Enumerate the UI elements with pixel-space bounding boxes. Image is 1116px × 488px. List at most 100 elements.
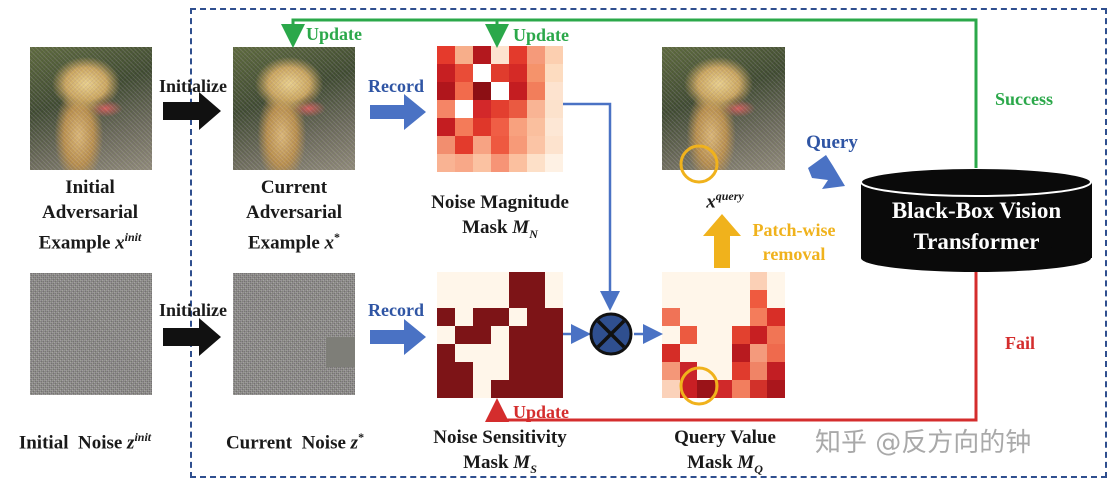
caption-var: M (512, 217, 530, 238)
sensitivity-cell (545, 290, 563, 308)
magnitude-cell (545, 46, 563, 64)
record-label-bottom: Record (368, 300, 424, 320)
initial-adversarial-image (30, 47, 152, 170)
black-box-vit-cylinder (860, 167, 1092, 272)
query-cell (749, 344, 768, 362)
initialize-arrow-top (163, 92, 221, 130)
sensitivity-cell (491, 308, 509, 326)
sensitivity-cell (473, 290, 491, 308)
magnitude-cell (509, 100, 527, 118)
magnitude-cell (455, 46, 473, 64)
magnitude-cell (509, 118, 527, 136)
initialize-arrow-bottom (163, 318, 221, 356)
query-cell (732, 344, 751, 362)
sensitivity-cell (527, 326, 545, 344)
sensitivity-cell (455, 326, 473, 344)
initial-noise-caption: Initial Noise zinit (0, 425, 170, 455)
pipeline-border (190, 8, 1107, 478)
sensitivity-cell (491, 344, 509, 362)
initialize-label-top: Initialize (159, 76, 227, 96)
magnitude-cell (473, 64, 491, 82)
x-query-label: xquery (670, 184, 780, 214)
caption-text: Mask (463, 452, 514, 473)
query-cell (767, 272, 786, 290)
magnitude-cell (545, 136, 563, 154)
magnitude-cell (509, 64, 527, 82)
noise-sensitivity-caption: Noise Sensitivity Mask MS (410, 425, 590, 482)
query-cell (749, 380, 768, 398)
query-cell (714, 326, 733, 344)
query-cell (732, 272, 751, 290)
sensitivity-cell (545, 344, 563, 362)
magnitude-cell (455, 154, 473, 172)
caption-line: Adversarial (41, 202, 139, 223)
magnitude-cell (437, 46, 455, 64)
caption-sup: init (134, 430, 152, 444)
patch-removal-line1: Patch-wise (752, 220, 836, 240)
magnitude-cell (509, 46, 527, 64)
query-cell (662, 380, 680, 398)
query-cell (662, 290, 680, 308)
caption-line: Noise Sensitivity (433, 427, 567, 448)
query-cell (767, 362, 786, 380)
caption-sub: Q (754, 461, 763, 476)
sensitivity-cell (491, 290, 509, 308)
sensitivity-cell (473, 362, 491, 380)
query-cell (697, 344, 716, 362)
black-box-vit-label: Black-Box Vision Transformer (861, 195, 1092, 257)
caption-var: x (115, 232, 125, 254)
magnitude-cell (455, 136, 473, 154)
caption-var: z (350, 432, 359, 454)
caption-sup: * (358, 430, 365, 444)
query-cell (767, 290, 786, 308)
sensitivity-cell (455, 344, 473, 362)
sensitivity-cell (455, 308, 473, 326)
sensitivity-cell (437, 272, 455, 290)
sensitivity-cell (527, 272, 545, 290)
magnitude-to-multiply-line (563, 102, 620, 311)
query-cell (714, 290, 733, 308)
fail-label: Fail (1005, 333, 1035, 353)
x-query-sup: query (715, 189, 744, 203)
sensitivity-cell (545, 308, 563, 326)
query-cell (767, 326, 786, 344)
sensitivity-cell (437, 380, 455, 398)
sensitivity-cell (509, 344, 527, 362)
query-cell (679, 272, 698, 290)
query-label: Query (806, 132, 858, 153)
caption-sup: init (124, 230, 142, 244)
sensitivity-cell (455, 272, 473, 290)
magnitude-cell (473, 100, 491, 118)
magnitude-cell (545, 154, 563, 172)
update-label-left: Update (306, 24, 363, 44)
sensitivity-cell (509, 326, 527, 344)
highlight-circle-query-image (679, 144, 719, 184)
magnitude-cell (527, 46, 545, 64)
caption-var: x (324, 232, 335, 254)
sensitivity-cell (473, 380, 491, 398)
caption-sub: S (530, 461, 537, 476)
magnitude-cell (473, 46, 491, 64)
query-cell (662, 326, 680, 344)
magnitude-cell (527, 118, 545, 136)
magnitude-cell (545, 118, 563, 136)
vit-label-line2: Transformer (913, 229, 1040, 254)
initialize-label-bottom: Initialize (159, 300, 227, 320)
sensitivity-cell (437, 290, 455, 308)
query-cell (767, 344, 786, 362)
query-cell (714, 380, 733, 398)
magnitude-cell (437, 82, 455, 100)
current-adversarial-image (233, 47, 355, 170)
query-value-mask (662, 272, 786, 398)
sensitivity-cell (491, 272, 509, 290)
caption-line: Noise Magnitude (431, 192, 569, 213)
sensitivity-cell (437, 308, 455, 326)
sensitivity-cell (473, 308, 491, 326)
sensitivity-cell (545, 362, 563, 380)
query-cell (662, 272, 680, 290)
sensitivity-cell (527, 290, 545, 308)
query-cell (714, 308, 733, 326)
magnitude-cell (545, 64, 563, 82)
sensitivity-cell (545, 326, 563, 344)
query-cell (732, 326, 751, 344)
